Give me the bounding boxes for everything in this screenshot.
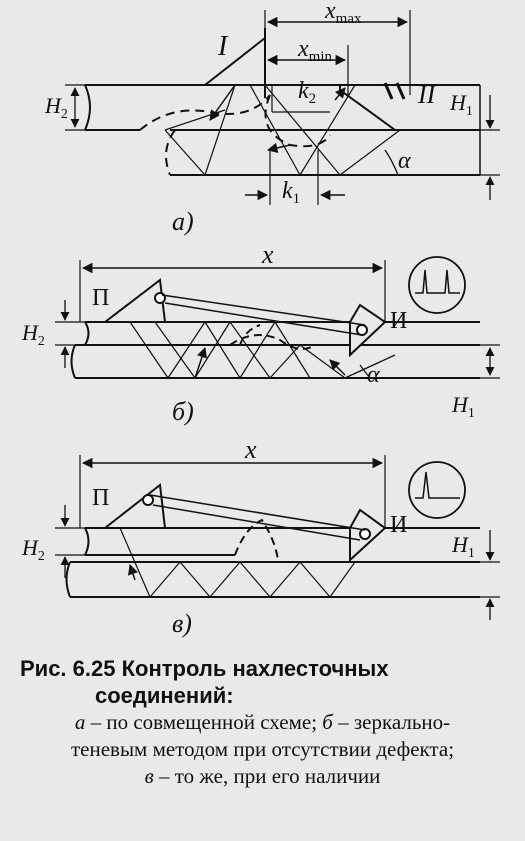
signal-trace-b: [415, 269, 460, 294]
label-probe-P-v: П: [92, 485, 109, 511]
lower-plate-b: [70, 344, 480, 379]
caption-figure-number: Рис. 6.25: [20, 656, 116, 681]
lower-plate-v: [65, 561, 480, 598]
label-probe-II: II: [417, 80, 437, 109]
upper-plate-v: [84, 527, 480, 556]
panel-b-labels: x П И H2 H1 α б): [21, 240, 475, 426]
panel-tag-b: б): [172, 397, 194, 426]
label-k2: k2: [298, 78, 316, 107]
overlap-joint-diagram: xmax xmin k2 k1 H2 H1 I II α а): [21, 0, 500, 638]
label-alpha-b: α: [367, 362, 380, 388]
label-H2-v: H2: [21, 535, 45, 564]
caption-title-1: Контроль нахлесточных: [121, 656, 389, 681]
label-k1: k1: [282, 178, 300, 207]
panel-a: [65, 10, 500, 205]
panel-v: [55, 455, 500, 620]
upper-plate: [84, 84, 480, 131]
label-H1-b: H1: [451, 392, 475, 421]
label-H2-a: H2: [44, 93, 68, 122]
caption-title-2: соединений:: [95, 683, 234, 708]
signal-scope-v: [408, 461, 466, 519]
probe-I: [202, 35, 266, 86]
figure-caption: Рис. 6.25 Контроль нахлесточных соединен…: [0, 655, 525, 790]
label-x-v: x: [244, 435, 257, 464]
label-probe-I: I: [217, 31, 229, 62]
caption-title-line-1: Рис. 6.25 Контроль нахлесточных: [0, 655, 525, 682]
weld-outline: [139, 94, 271, 176]
panel-a-labels: xmax xmin k2 k1 H2 H1 I II α а): [44, 0, 473, 236]
label-probe-I-v: И: [390, 512, 407, 538]
label-H2-b: H2: [21, 320, 45, 349]
label-H1-a: H1: [449, 90, 473, 119]
panel-tag-v: в): [172, 609, 192, 638]
signal-trace-v: [415, 471, 460, 499]
signal-scope-b: [408, 256, 466, 314]
label-alpha-a: α: [398, 148, 411, 174]
label-x-max: xmax: [324, 0, 362, 27]
panel-v-labels: x П И H2 H1 в): [21, 435, 475, 638]
label-probe-P-b: П: [92, 285, 109, 311]
caption-line-b: теневым методом при отсутствии дефекта;: [70, 737, 455, 761]
defect-v: [234, 518, 279, 561]
probe-link-bar: [161, 294, 366, 336]
caption-line-v: в – то же, при его наличии: [144, 764, 381, 788]
lower-plate: [170, 129, 480, 176]
panel-b: [55, 256, 500, 379]
label-x-min: xmin: [297, 36, 332, 65]
probe-P-v: [102, 483, 167, 529]
label-H1-v: H1: [451, 532, 475, 561]
probe-link-bar-v: [149, 494, 366, 541]
label-x-b: x: [261, 240, 274, 269]
beam-paths: [164, 84, 401, 176]
caption-line-a: а – по совмещенной схеме; б – зеркально-: [74, 710, 451, 734]
panel-tag-a: а): [172, 207, 194, 236]
label-probe-I-b: И: [390, 308, 407, 334]
